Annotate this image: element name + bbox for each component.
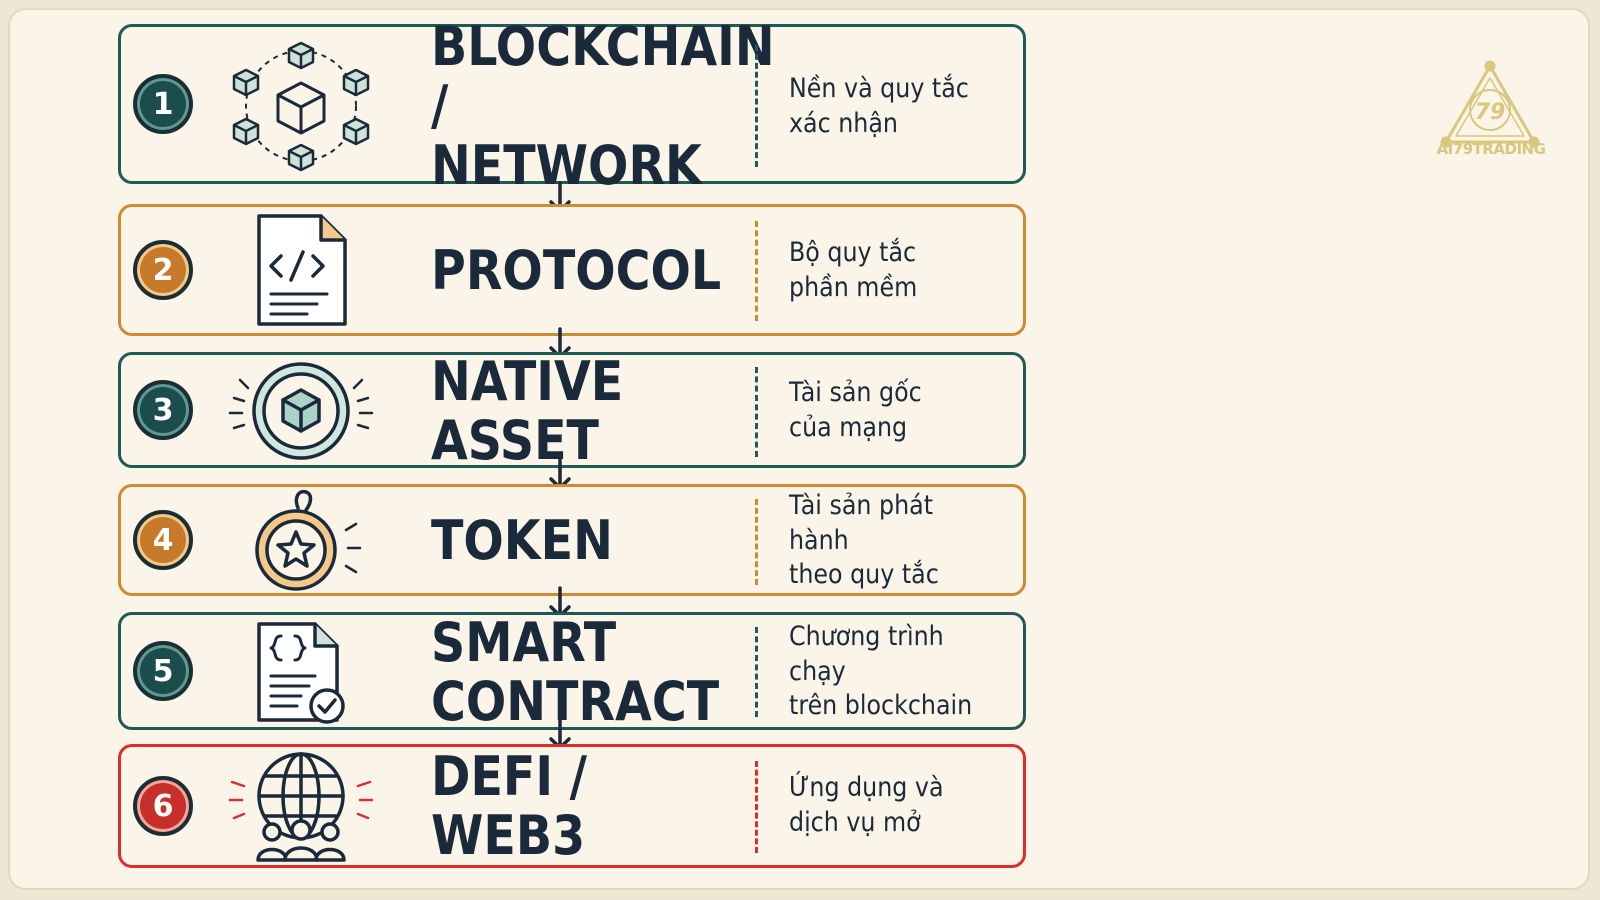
svg-text:79: 79 bbox=[1475, 100, 1506, 125]
code-document-icon bbox=[221, 211, 381, 331]
blockchain-network-icon bbox=[221, 35, 381, 177]
globe-people-icon bbox=[221, 751, 381, 865]
star-token-icon bbox=[221, 487, 381, 595]
step-divider bbox=[755, 627, 758, 717]
step-description: Nền và quy tắc xác nhận bbox=[789, 73, 969, 139]
step-card-2: 2 PROTOCOL Bộ quy tắc phần mềm bbox=[118, 204, 1026, 336]
step-description: Chương trình chạy trên blockchain bbox=[789, 621, 973, 722]
step-divider bbox=[755, 45, 758, 167]
step-description: Tài sản gốc của mạng bbox=[789, 377, 922, 443]
ai79trading-logo: 79 bbox=[1440, 60, 1540, 148]
step-number-badge: 3 bbox=[133, 380, 193, 440]
step-card-1: 1 BLOCKCHAIN / NETWORK Nền và quy tắc xá… bbox=[118, 14, 1026, 197]
step-number-badge: 1 bbox=[133, 74, 193, 134]
step-title: NATIVE ASSET bbox=[431, 349, 624, 472]
step-description: Bộ quy tắc phần mềm bbox=[789, 237, 918, 303]
step-number-badge: 5 bbox=[133, 641, 193, 701]
contract-check-icon bbox=[221, 619, 381, 727]
step-title: BLOCKCHAIN / NETWORK bbox=[431, 14, 775, 197]
step-number-badge: 6 bbox=[133, 776, 193, 836]
logo-text: AI79TRADING bbox=[1436, 140, 1546, 158]
step-divider bbox=[755, 761, 758, 853]
step-card-3: 3 NATIVE ASSET Tài sản gốc của mạng bbox=[118, 349, 1026, 472]
step-title: PROTOCOL bbox=[431, 239, 722, 303]
step-title: DEFI / WEB3 bbox=[431, 744, 587, 867]
step-card-6: 6 DEFI / WEB3 Ứng dụng và dịch vụ mở bbox=[118, 744, 1026, 868]
step-divider bbox=[755, 367, 758, 457]
coin-cube-icon bbox=[221, 357, 381, 465]
step-number-badge: 4 bbox=[133, 510, 193, 570]
step-number-badge: 2 bbox=[133, 240, 193, 300]
step-description: Ứng dụng và dịch vụ mở bbox=[789, 772, 944, 838]
step-divider bbox=[755, 499, 758, 585]
step-divider bbox=[755, 221, 758, 321]
step-card-4: 4 TOKEN Tài sản phát hành theo quy tắc bbox=[118, 484, 1026, 596]
step-title: TOKEN bbox=[431, 509, 613, 573]
step-card-5: 5 SMART CONTRACT Chương trình chạy trên … bbox=[118, 610, 1026, 733]
step-description: Tài sản phát hành theo quy tắc bbox=[789, 490, 939, 591]
step-title: SMART CONTRACT bbox=[431, 610, 720, 733]
